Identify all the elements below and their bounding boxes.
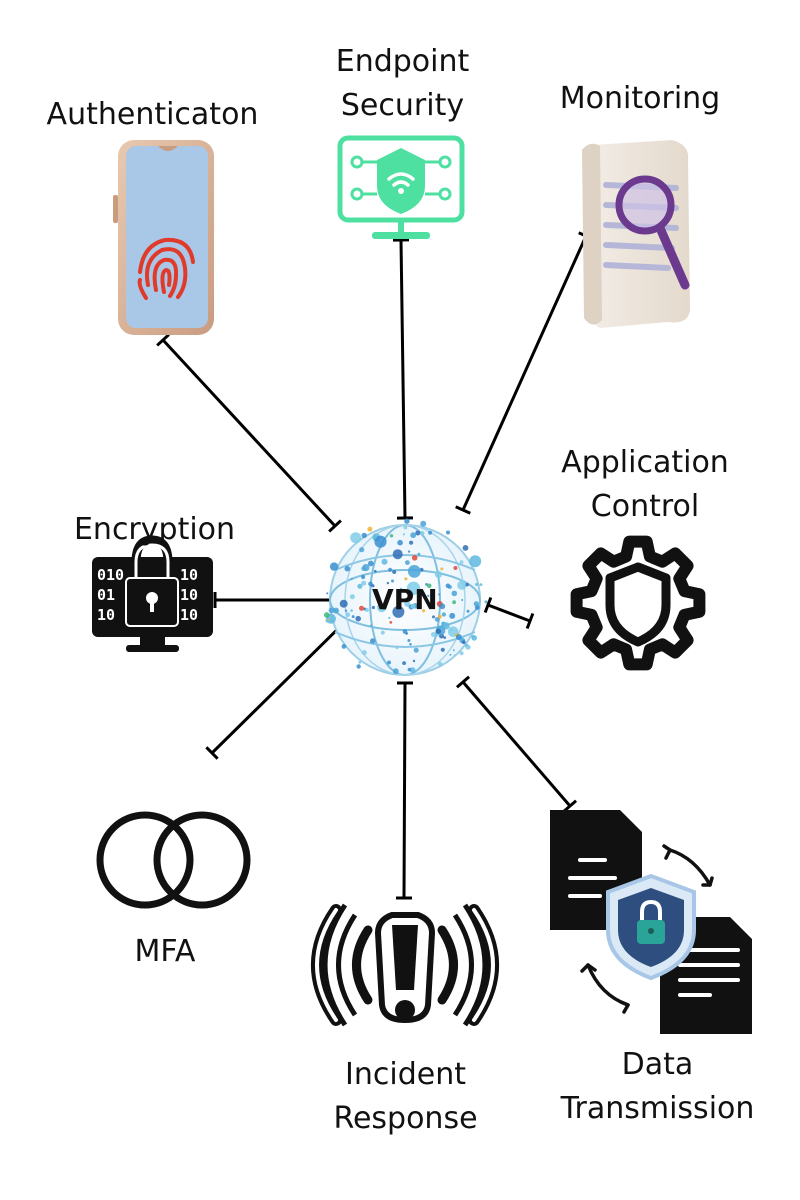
data-transmission-label: Data Transmission — [545, 1043, 770, 1131]
connector-authentication — [156, 333, 342, 533]
data-transmission-label-line1: Data — [621, 1047, 694, 1082]
application-control-label-line2: Control — [590, 489, 700, 524]
svg-text:01: 01 — [97, 586, 115, 604]
connector-incident-response — [395, 681, 414, 900]
authentication-label: Authenticaton — [46, 97, 259, 132]
connector-data-transmission — [455, 675, 578, 813]
gear-shield-icon — [570, 535, 706, 671]
data-transmission-label-line2: Transmission — [560, 1091, 755, 1126]
shield-monitor-icon — [337, 135, 465, 239]
application-control-label: Application Control — [540, 441, 750, 529]
vpn-globe-icon — [323, 518, 488, 676]
incident-response-label-line2: Response — [333, 1101, 478, 1136]
monitoring-label: Monitoring — [559, 81, 721, 116]
fingerprint-phone-icon — [113, 140, 214, 335]
endpoint-security-label: Endpoint Security — [300, 40, 505, 128]
vpn-hub-label: VPN — [372, 583, 438, 616]
svg-text:10: 10 — [97, 606, 115, 624]
mfa-label: MFA — [134, 934, 196, 969]
incident-response-label: Incident Response — [318, 1053, 493, 1141]
incident-response-label-line1: Incident — [345, 1057, 466, 1092]
connector-mfa — [205, 608, 359, 760]
application-control-label-line1: Application — [561, 445, 729, 480]
connector-application-control — [483, 596, 535, 630]
binary-padlock-monitor-icon: 010 01 10 10 10 10 — [92, 535, 213, 652]
alert-waves-icon — [311, 903, 499, 1027]
svg-text:10: 10 — [180, 586, 198, 604]
endpoint-security-label-line2: Security — [340, 88, 465, 123]
endpoint-security-label-line1: Endpoint — [335, 44, 470, 79]
connector-encryption — [213, 592, 338, 608]
svg-text:10: 10 — [180, 566, 198, 584]
encryption-label: Encryption — [73, 512, 236, 547]
overlapping-circles-icon — [96, 811, 251, 909]
documents-shield-icon — [550, 810, 752, 1034]
magnifier-document-icon — [582, 140, 690, 328]
connector-endpoint-security — [392, 238, 414, 520]
svg-text:10: 10 — [180, 606, 198, 624]
svg-text:010: 010 — [97, 566, 124, 584]
